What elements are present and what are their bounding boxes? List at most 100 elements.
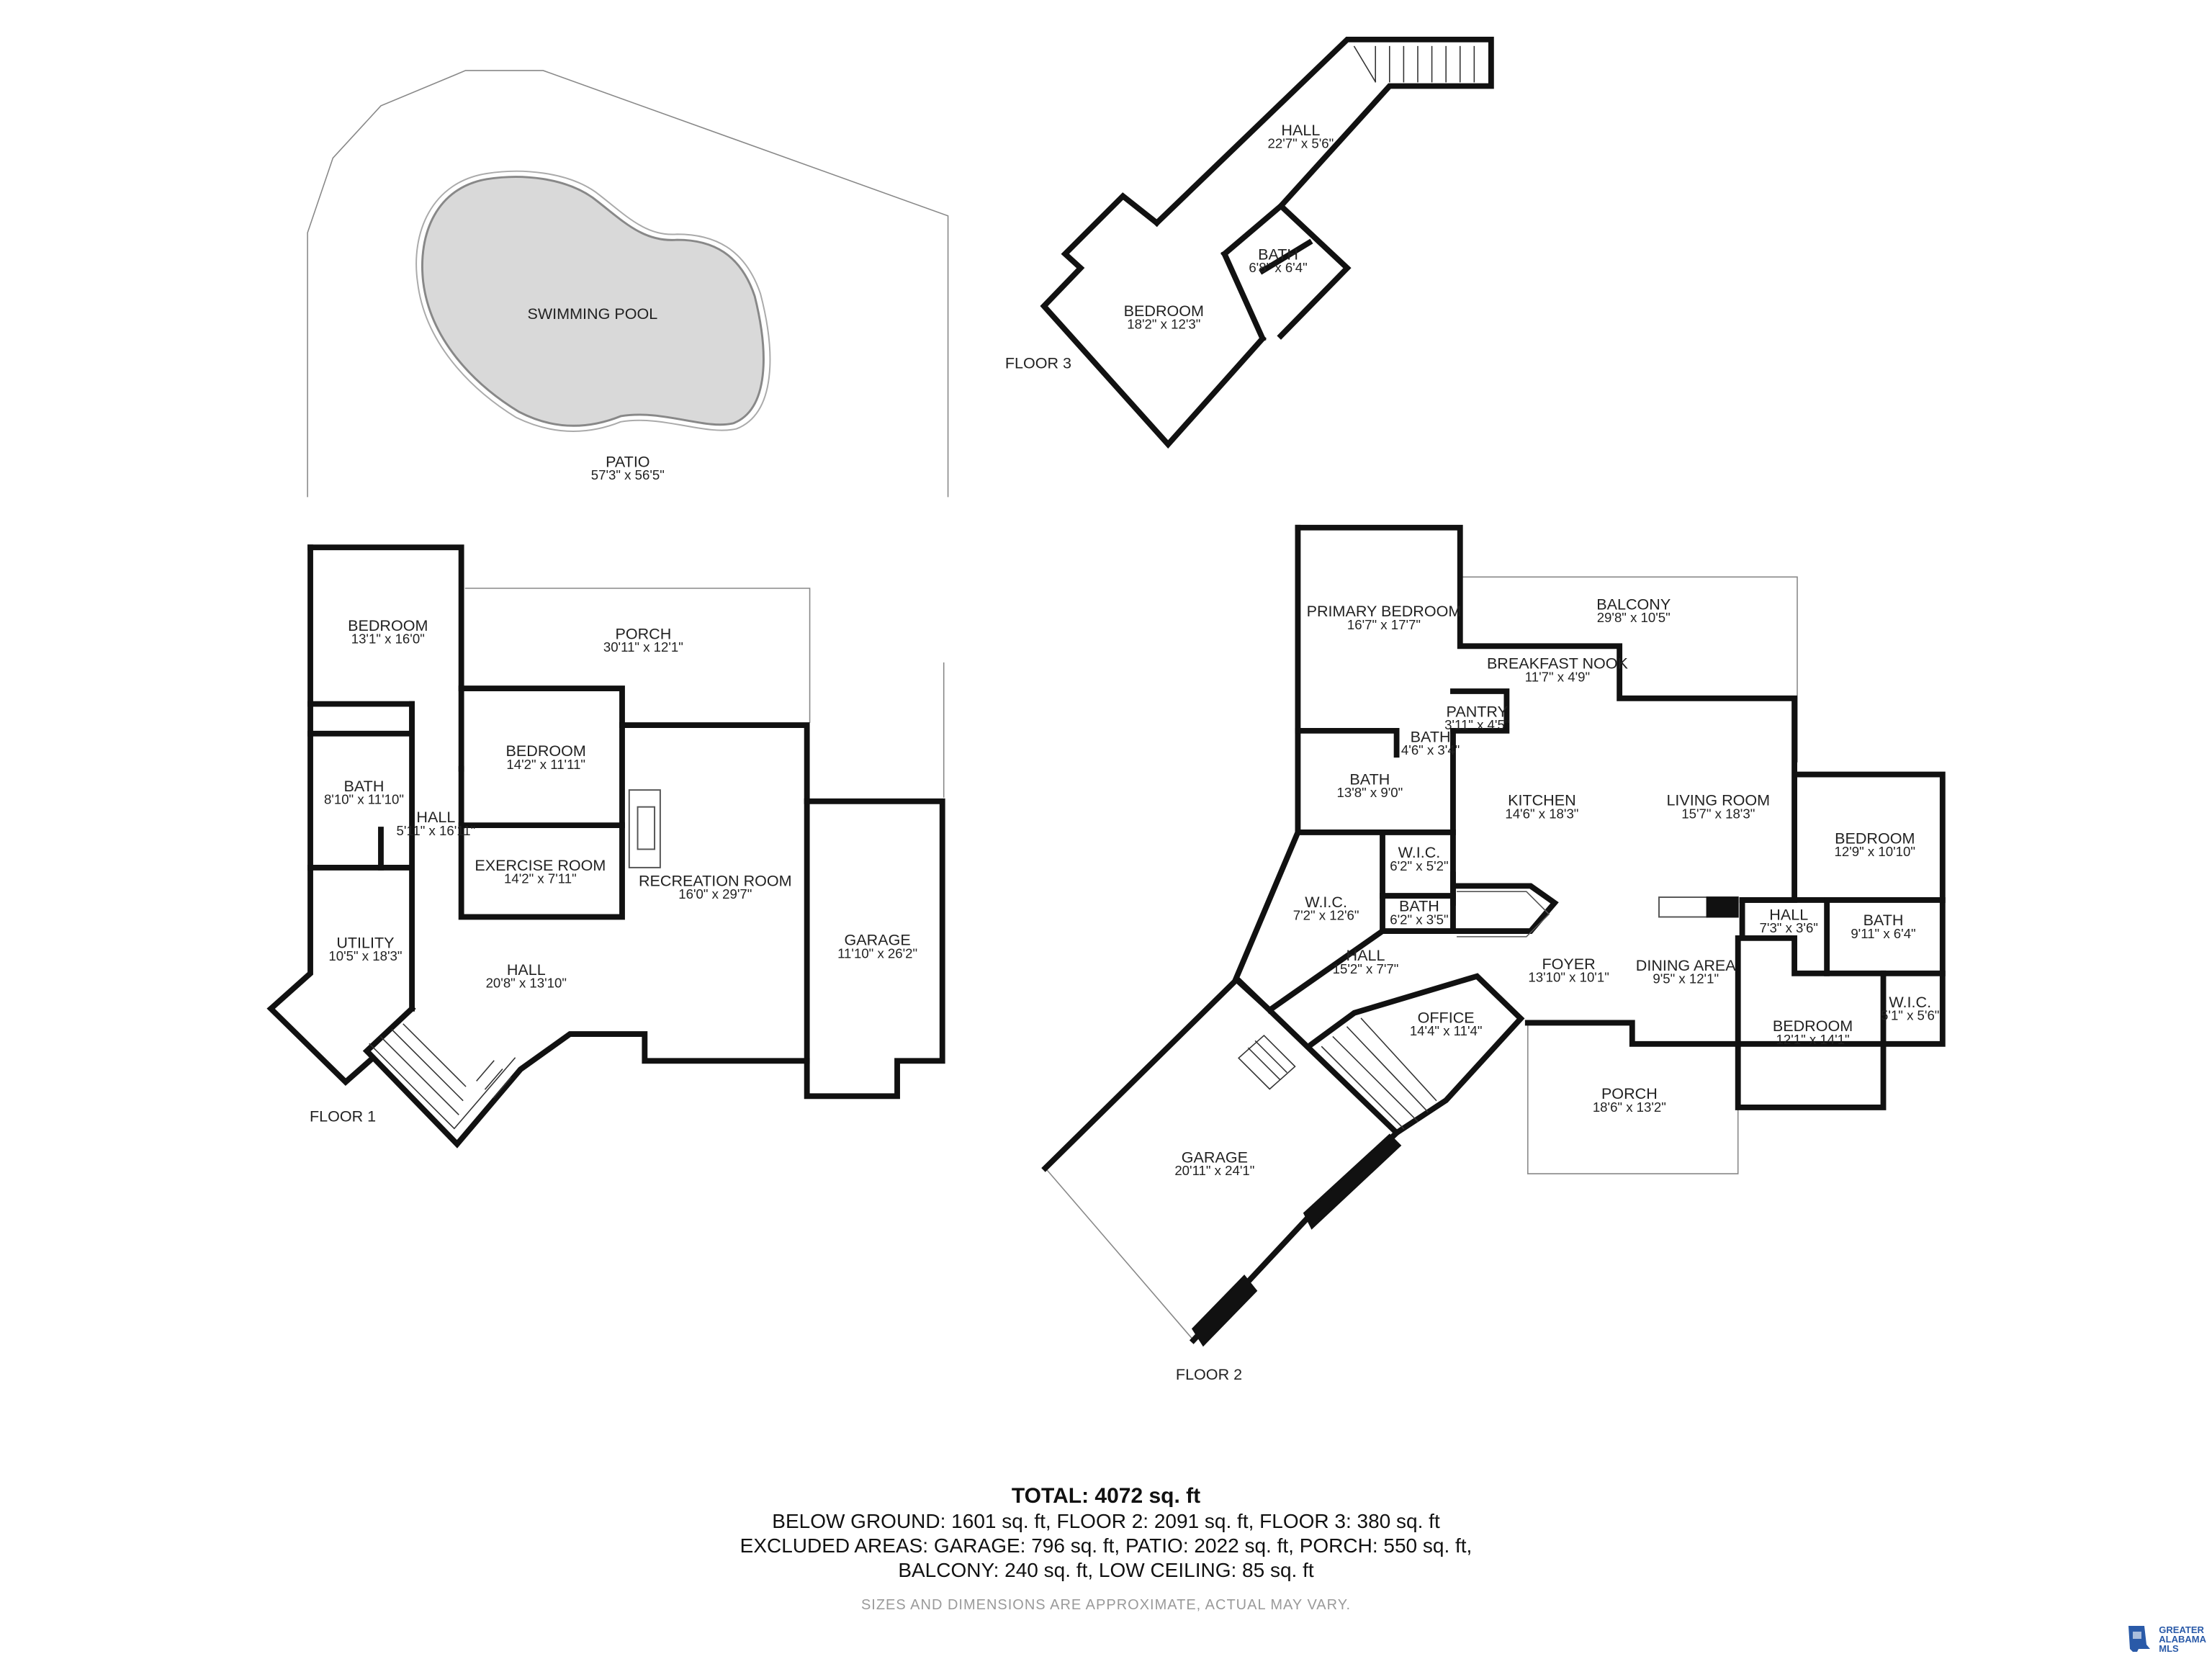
room-label: W.I.C. (1889, 993, 1931, 1011)
room-label: PORCH (1601, 1084, 1658, 1102)
stairs (1238, 1017, 1437, 1130)
room-label: BATH (1411, 728, 1451, 746)
room-dims: 3'11" x 4'5" (1444, 717, 1509, 732)
wall (1040, 192, 1267, 449)
room-dims: 9'11" x 6'4" (1851, 926, 1915, 941)
floor-label: FLOOR 1 (310, 1107, 376, 1125)
area-summary: TOTAL: 4072 sq. ft BELOW GROUND: 1601 sq… (0, 1483, 2212, 1614)
wall (1380, 830, 1456, 934)
wall (1220, 202, 1285, 258)
patio-outline (307, 70, 949, 498)
room-dims: 6'2" x 3'5" (1390, 912, 1448, 927)
room-dims: 6'2" x 5'2" (1390, 858, 1448, 873)
fireplace (1706, 896, 1739, 918)
room-label: BEDROOM (506, 742, 586, 760)
room-dims: 9'5" x 12'1" (1653, 971, 1719, 986)
room-dims: 13'10" x 10'1" (1528, 970, 1609, 985)
room-label: W.I.C. (1398, 843, 1441, 861)
room-dims: 57'3" x 56'5" (591, 467, 665, 482)
room-label: DINING AREA (1636, 956, 1737, 974)
porch-outline (1527, 1025, 1739, 1174)
floor3-plan (1040, 36, 1494, 449)
wall (1220, 250, 1267, 343)
room-dims: 6'8" x 6'4" (1249, 260, 1307, 275)
room-label: BATH (1863, 911, 1904, 929)
room-label: FOYER (1542, 955, 1595, 973)
wall (1295, 524, 1946, 1110)
room-label: KITCHEN (1508, 791, 1576, 809)
excluded-areas-line: BALCONY: 240 sq. ft, LOW CEILING: 85 sq.… (898, 1559, 1314, 1581)
wall (362, 798, 945, 1148)
room-label: GARAGE (1182, 1148, 1248, 1166)
room-label: BATH (1349, 770, 1390, 788)
room-label: LIVING ROOM (1666, 791, 1770, 809)
room-label: BEDROOM (348, 616, 428, 634)
floor1-plan (266, 70, 949, 1148)
fireplace (637, 806, 656, 850)
logo-text: GREATER (2159, 1624, 2204, 1635)
room-dims: 15'7" x 18'3" (1681, 806, 1755, 821)
wall (1265, 927, 1387, 1015)
disclaimer: SIZES AND DIMENSIONS ARE APPROXIMATE, AC… (860, 1597, 1352, 1613)
room-label: W.I.C. (1305, 893, 1347, 911)
wall (266, 544, 374, 1087)
floor-label: FLOOR 3 (1005, 354, 1071, 372)
room-dims: 29'8" x 10'5" (1597, 610, 1671, 625)
area-breakdown-line: BELOW GROUND: 1601 sq. ft, FLOOR 2: 2091… (772, 1510, 1440, 1532)
room-label: BATH (1399, 897, 1439, 915)
room-label: PATIO (606, 452, 649, 470)
stairs (1457, 891, 1550, 938)
room-dims: 12'9" x 10'10" (1835, 844, 1915, 859)
room-dims: 5'11" x 16'11" (397, 823, 476, 838)
room-dims: 16'0" x 29'7" (678, 886, 752, 902)
wall (1450, 883, 1559, 934)
room-label: PRIMARY BEDROOM (1307, 602, 1462, 620)
room-label: RECREATION ROOM (639, 871, 792, 889)
room-label: GARAGE (845, 931, 911, 949)
room-dims: 18'2" x 12'3" (1127, 316, 1200, 331)
room-dims: 11'7" x 4'9" (1525, 669, 1590, 684)
room-label: BREAKFAST NOOK (1487, 655, 1629, 673)
logo-text: ALABAMA (2159, 1633, 2206, 1645)
garage-wall-solid (1191, 1274, 1258, 1347)
room-dims: 11'10" x 26'2" (837, 945, 917, 961)
room-dims: 7'3" x 3'6" (1760, 920, 1818, 935)
porch-outline (464, 588, 811, 723)
swimming-pool (421, 176, 765, 427)
room-dims: 14'6" x 18'3" (1505, 806, 1578, 821)
wall (1450, 688, 1510, 734)
room-dims: 15'2" x 7'7" (1333, 961, 1399, 976)
room-label: BATH (1258, 245, 1298, 263)
stairs (1353, 45, 1475, 83)
wall (307, 544, 464, 772)
room-label: BEDROOM (1835, 830, 1915, 848)
room-dims: 30'11" x 12'1" (603, 639, 683, 655)
room-dims: 5'1" x 5'6" (1881, 1007, 1939, 1022)
wall (1152, 36, 1494, 340)
room-label: HALL (416, 808, 455, 826)
room-dims: 20'8" x 13'10" (486, 975, 567, 990)
floor-label: FLOOR 2 (1176, 1365, 1242, 1383)
floor2-plan (1041, 524, 1946, 1347)
room-label: BEDROOM (1773, 1017, 1853, 1035)
excluded-areas-line: EXCLUDED AREAS: GARAGE: 796 sq. ft, PATI… (739, 1534, 1473, 1557)
garage-wall-solid (1303, 1133, 1402, 1230)
fireplace (628, 789, 661, 868)
room-label: HALL (1281, 121, 1320, 139)
room-label: UTILITY (336, 934, 394, 952)
room-dims: 18'6" x 13'2" (1593, 1100, 1666, 1115)
room-dims: 16'7" x 17'7" (1347, 617, 1421, 632)
alabama-map-icon (2128, 1626, 2151, 1652)
wall (1524, 1020, 1741, 1047)
room-dims: 4'6" x 3'4" (1401, 742, 1460, 757)
room-dims: 14'4" x 11'4" (1410, 1023, 1483, 1038)
room-label: PORCH (615, 625, 671, 643)
room-dims: 14'2" x 11'11" (506, 757, 585, 772)
stairs (369, 1023, 516, 1130)
wall (1308, 973, 1525, 1137)
room-dims: 8'10" x 11'10" (324, 792, 404, 807)
room-dims: 12'1" x 14'1" (1776, 1032, 1850, 1047)
room-label: HALL (1769, 905, 1808, 923)
room-label: EXERCISE ROOM (475, 856, 606, 874)
total-area: TOTAL: 4072 sq. ft (1011, 1484, 1201, 1508)
